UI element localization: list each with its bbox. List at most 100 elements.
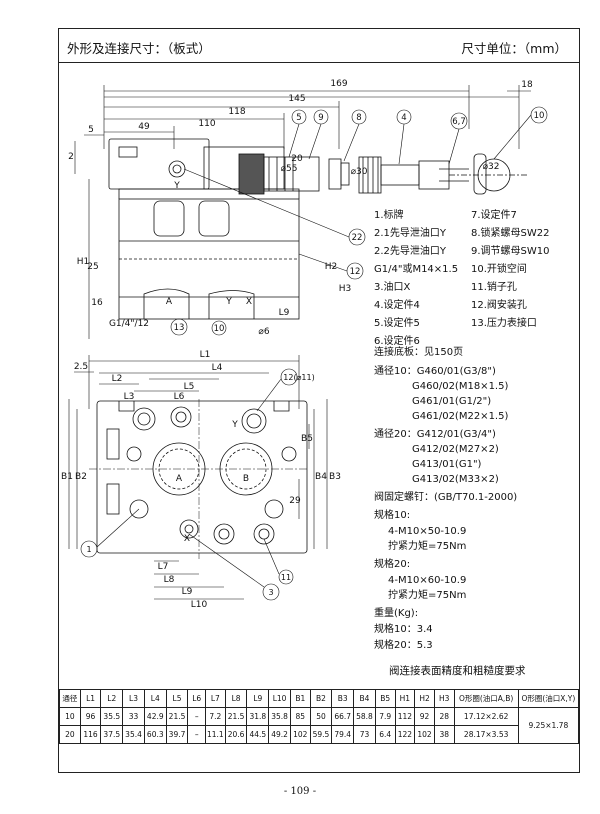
table-header: H3: [433, 689, 455, 708]
bottom-callout-labels: 12(⌀11) 1 3 11: [86, 373, 314, 597]
dim-L2: L2: [112, 374, 123, 384]
table-cell: 6.4: [374, 725, 396, 744]
callout-22: 22: [352, 233, 363, 243]
port-Y-bottom: Y: [231, 420, 238, 430]
table-header: L4: [143, 689, 167, 708]
note-line: G461/01(G1/2"): [412, 396, 492, 407]
table-cell: 10: [59, 707, 81, 726]
bottom-callouts: [80, 368, 298, 601]
table-cell: 39.7: [165, 725, 189, 744]
table-header: L10: [268, 689, 291, 708]
table-cell: 21.5: [165, 707, 189, 726]
callout-13: 13: [174, 323, 185, 333]
table-cell: 11.1: [205, 725, 226, 744]
table-cell: 20: [59, 725, 81, 744]
dim-49: 49: [138, 122, 150, 132]
table-cell: 35.8: [268, 707, 291, 726]
dim-H3: H3: [339, 284, 352, 294]
table-cell: 31.8: [246, 707, 270, 726]
dim-L7: L7: [158, 562, 169, 572]
note-line: G412/02(M27×2): [412, 444, 499, 455]
table-cell: 102: [289, 725, 311, 744]
legend-right: 7.设定件7 8.锁紧螺母SW22 9.调节螺母SW10 10.开锁空间 11.…: [471, 210, 550, 336]
table-header: L1: [79, 689, 102, 708]
bottom-dimension-lines: [68, 355, 328, 600]
page-header: 外形及连接尺寸：（板式） 尺寸单位：（mm）: [59, 29, 579, 63]
table-cell-shared-oring: 9.25×1.78: [517, 707, 580, 744]
table-cell: 44.5: [246, 725, 270, 744]
callout-9: 9: [318, 113, 323, 123]
callout-4: 4: [401, 113, 406, 123]
dim-20: 20: [291, 154, 303, 164]
legend-item: G1/4"或M14×1.5: [374, 264, 459, 275]
dim-phi6: ⌀6: [258, 327, 269, 337]
table-cell: 49.2: [268, 725, 291, 744]
note-line: G460/02(M18×1.5): [412, 381, 509, 392]
port-A: A: [166, 297, 173, 307]
table-cell: 38: [433, 725, 455, 744]
callout-5: 5: [296, 113, 301, 123]
legend-item: 11.销子孔: [471, 282, 517, 293]
bottom-plate: [89, 399, 309, 559]
note-line: 重量(Kg):: [374, 608, 419, 619]
note-line: 连接底板：见150页: [374, 347, 464, 358]
port-g14-label: G1/4"/12: [109, 319, 149, 329]
port-X: X: [246, 297, 252, 307]
top-dimension-labels: 169 145 118 110 49 5 18 2 H1 H2 H3 20 25…: [68, 79, 533, 337]
table-cell: 28: [433, 707, 455, 726]
bottom-dimension-labels: L1 2.5 L4 L2 L5 L3 L6 B5 B1 B2 B4 B3 29 …: [61, 350, 341, 610]
dim-2: 2: [68, 152, 74, 162]
valve-body: [108, 138, 300, 320]
table-cell: 21.5: [224, 707, 248, 726]
table-cell: 85: [289, 707, 311, 726]
legend-item: 2.2先导泄油口Y: [374, 246, 447, 257]
legend-item: 7.设定件7: [471, 210, 517, 221]
table-row: 10 96 35.5 33 42.9 21.5 – 7.2 21.5 31.8 …: [59, 707, 580, 744]
dim-L8: L8: [164, 575, 175, 585]
dim-L9: L9: [279, 308, 290, 318]
top-dimension-lines: [74, 85, 531, 339]
legend-item: 13.压力表接口: [471, 318, 537, 329]
dim-169: 169: [330, 79, 347, 89]
callout-11: 11: [281, 573, 291, 582]
pilot-assembly: [238, 153, 529, 195]
note-line: 4-M10×50-10.9: [388, 526, 467, 537]
dim-110: 110: [198, 119, 215, 129]
note-line: 规格20:: [374, 559, 411, 570]
legend-item: 3.油口X: [374, 282, 411, 293]
port-Y: Y: [173, 181, 180, 191]
table-cell: 79.4: [331, 725, 355, 744]
table-cell: 60.3: [143, 725, 167, 744]
dim-B4: B4: [315, 472, 327, 482]
legend-item: 12.阀安装孔: [471, 300, 527, 311]
dim-25: 25: [87, 262, 98, 272]
table-header: B4: [353, 689, 376, 708]
dim-L9-bottom: L9: [182, 587, 193, 597]
table-header: L7: [205, 689, 226, 708]
top-callouts: [170, 106, 548, 336]
page-number: - 109 -: [283, 786, 317, 797]
table-header-row: 通径 L1 L2 L3 L4 L5 L6 L7 L8 L9 L10 B1 B2 …: [59, 689, 580, 708]
table-cell: 20.6: [224, 725, 248, 744]
dim-L3: L3: [124, 392, 135, 402]
legend-item: 5.设定件5: [374, 318, 420, 329]
notes-block: 连接底板：见150页 通径10：G460/01(G3/8") G460/02(M…: [374, 347, 517, 656]
note-line: 规格10：3.4: [374, 624, 433, 635]
table-row: 20 116 37.5 35.4 60.3 39.7 – 11.1 20.6 4…: [59, 725, 579, 744]
dim-B1: B1: [61, 472, 73, 482]
table-cell: 112: [394, 707, 416, 726]
table-header: L3: [122, 689, 145, 708]
note-line: 拧紧力矩=75Nm: [388, 541, 467, 552]
table-cell: –: [187, 725, 207, 744]
dim-118: 118: [228, 107, 245, 117]
table-cell: 42.9: [143, 707, 167, 726]
port-X-bottom: X: [184, 534, 190, 544]
table-cell: 102: [414, 725, 435, 744]
callout-6-7: 6,7: [452, 117, 466, 127]
table-header: 通径: [59, 689, 81, 708]
note-line: G413/01(G1"): [412, 459, 482, 470]
table-cell: 59.5: [309, 725, 333, 744]
dim-L6: L6: [174, 392, 185, 402]
page-frame: 外形及连接尺寸：（板式） 尺寸单位：（mm）: [58, 28, 580, 773]
dim-B3: B3: [329, 472, 341, 482]
